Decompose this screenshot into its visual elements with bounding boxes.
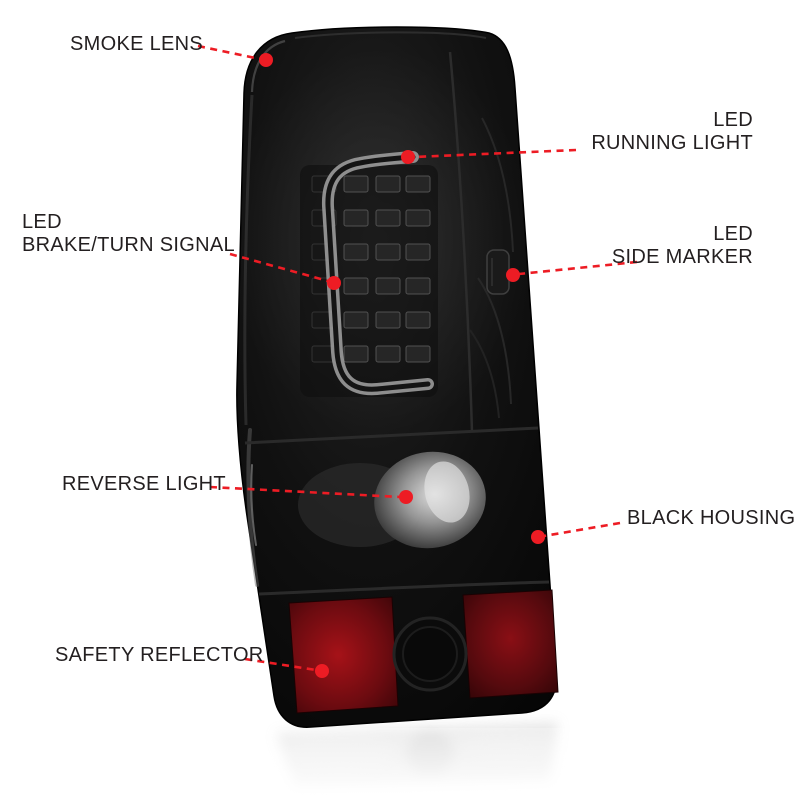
- reverse-light-lens: [298, 451, 486, 549]
- led-light-bar: [321, 151, 434, 396]
- lower-horizontal-seam: [258, 580, 550, 596]
- callout-dot-led-brake-turn-signal: [327, 276, 341, 290]
- callout-line-black-housing: [543, 521, 621, 538]
- callout-label: BRAKE/TURN SIGNAL: [22, 234, 235, 256]
- callout-line-smoke-lens: [197, 44, 261, 61]
- upper-horizontal-seam: [244, 426, 539, 445]
- callout-label: SMOKE LENS: [70, 33, 204, 55]
- callout-smoke-lens: SMOKE LENS: [70, 33, 203, 56]
- lens-contour-3: [469, 329, 500, 419]
- callout-led-running-light: LED RUNNING LIGHT: [591, 109, 753, 155]
- reflection-fade: [255, 728, 575, 800]
- vertical-seam: [448, 51, 474, 433]
- safety-reflector-right: [462, 589, 559, 699]
- callout-label: RUNNING LIGHT: [591, 132, 753, 154]
- callout-dot-safety-reflector: [315, 664, 329, 678]
- callout-led-brake-turn-signal: LED BRAKE/TURN SIGNAL: [22, 211, 235, 257]
- callout-label: LED: [713, 223, 753, 245]
- callout-black-housing: BLACK HOUSING: [627, 507, 795, 530]
- callout-label: BLACK HOUSING: [627, 507, 796, 529]
- callout-line-led-brake-turn-signal: [229, 252, 329, 283]
- callout-dot-led-running-light: [401, 150, 415, 164]
- safety-reflector-left: [288, 596, 399, 714]
- left-edge-glare: [246, 428, 259, 587]
- callout-label: REVERSE LIGHT: [62, 473, 226, 495]
- callout-dot-black-housing: [531, 530, 545, 544]
- callout-safety-reflector: SAFETY REFLECTOR: [55, 644, 264, 667]
- callout-label: LED: [713, 109, 753, 131]
- reflector-divider-knob: [392, 616, 468, 692]
- lens-contour-1: [481, 117, 514, 253]
- callout-label: SIDE MARKER: [611, 246, 753, 268]
- lens-contour-2: [477, 277, 512, 405]
- callout-label: LED: [22, 211, 62, 233]
- callout-label: SAFETY REFLECTOR: [55, 644, 264, 666]
- callout-dot-smoke-lens: [259, 53, 273, 67]
- callout-reverse-light: REVERSE LIGHT: [62, 473, 226, 496]
- callout-dot-led-side-marker: [506, 268, 520, 282]
- callout-line-reverse-light: [209, 485, 401, 499]
- callout-led-side-marker: LED SIDE MARKER: [612, 223, 753, 269]
- callout-line-led-running-light: [413, 148, 577, 159]
- rim-highlight-top: [294, 31, 487, 39]
- left-edge-glare-bright: [250, 464, 257, 546]
- callout-dot-reverse-light: [399, 490, 413, 504]
